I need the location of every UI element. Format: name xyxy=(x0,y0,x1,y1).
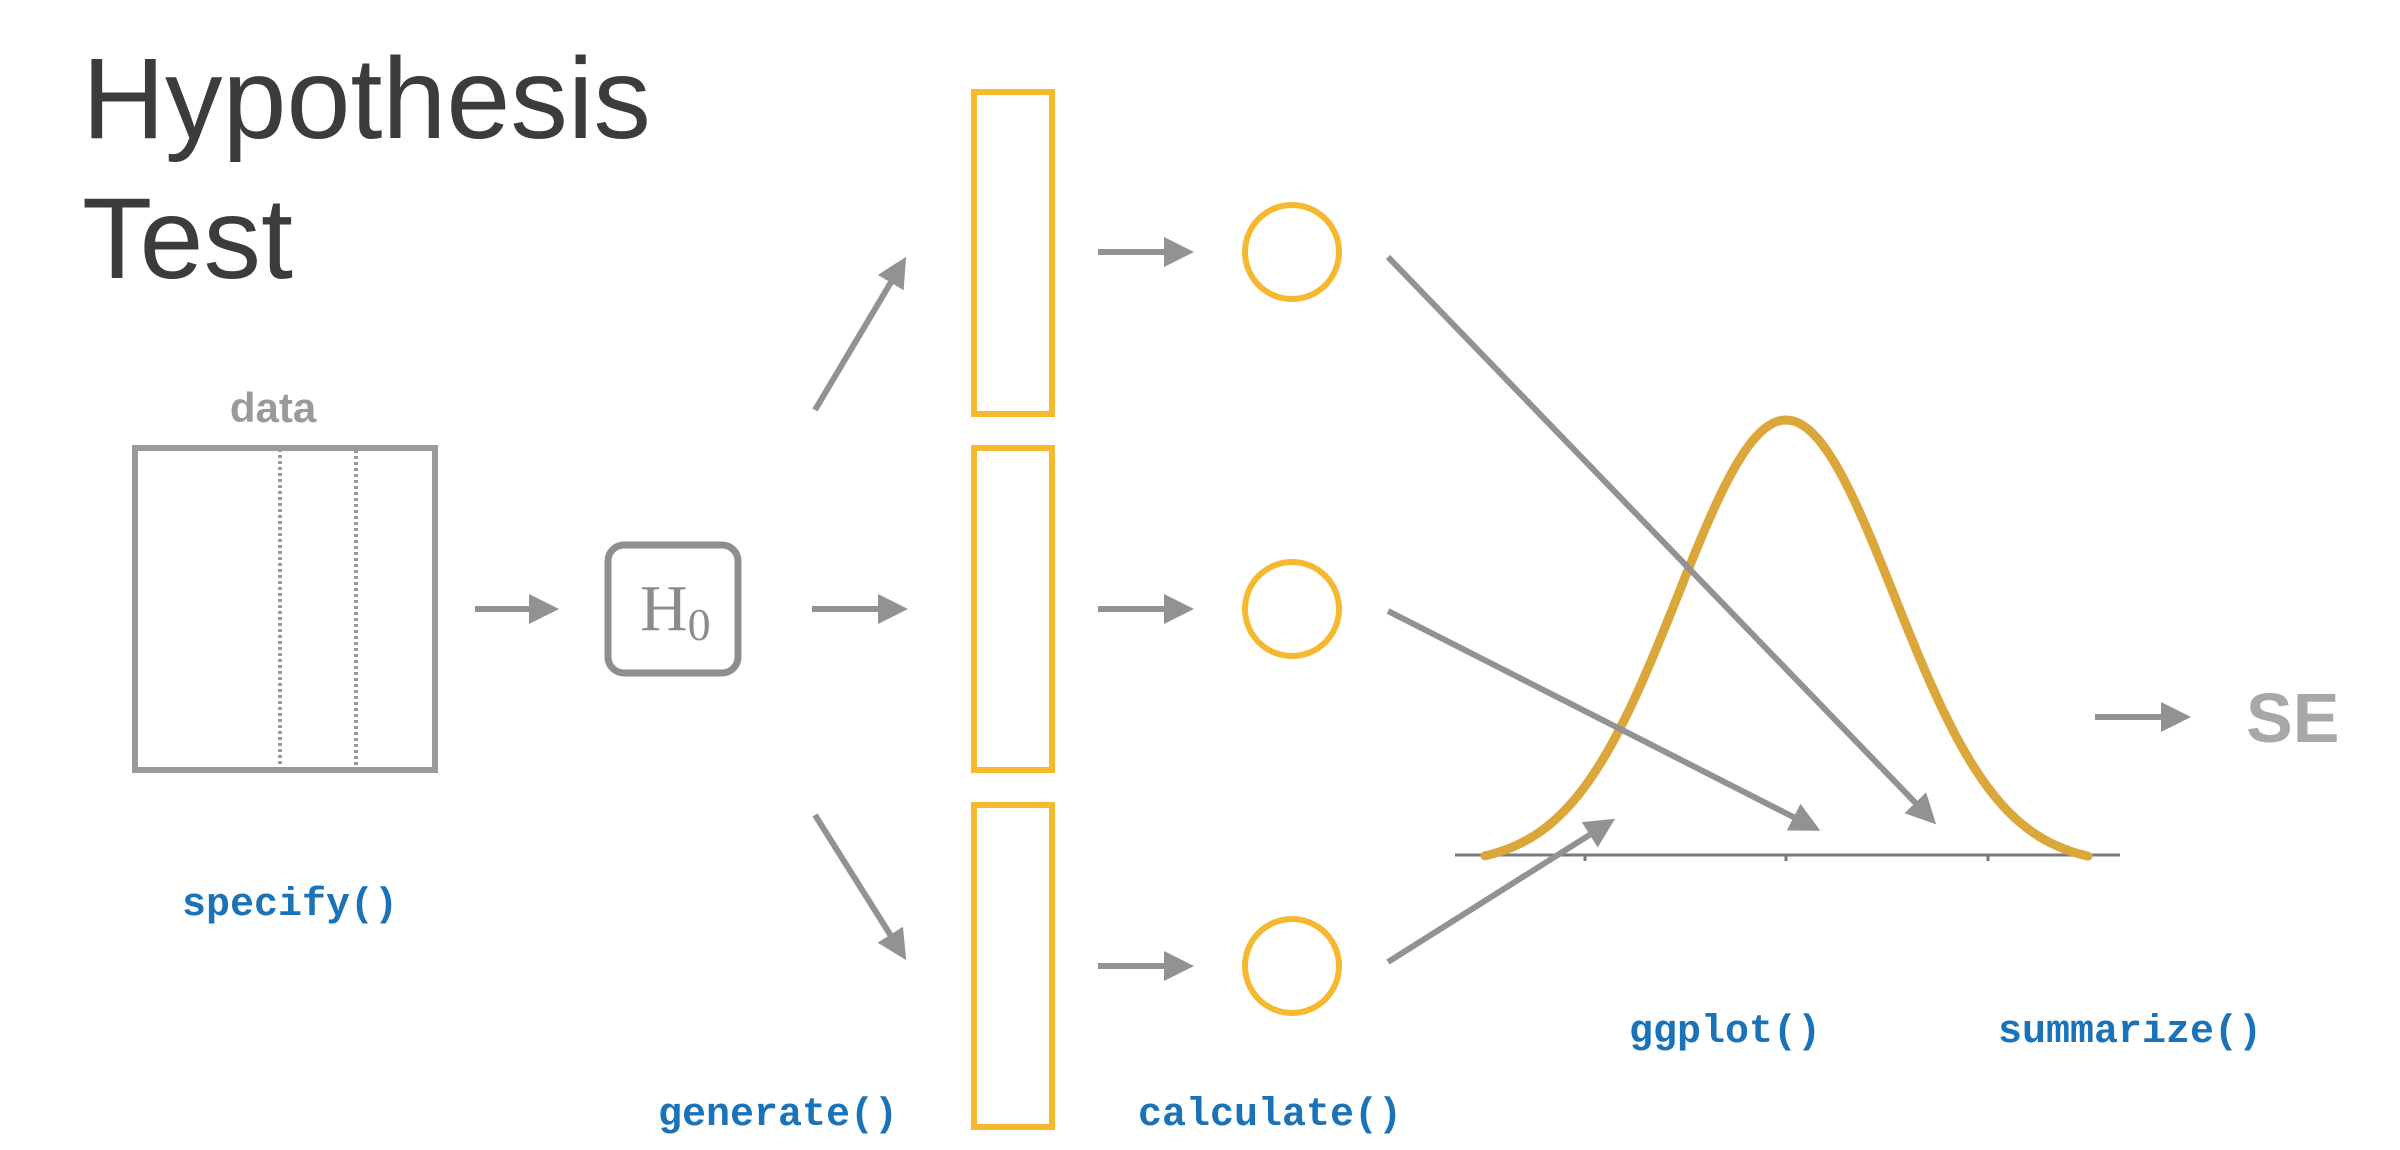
title-line-1: Hypothesis xyxy=(82,35,651,163)
summarize-function-label: summarize() xyxy=(1998,1010,2262,1055)
generated-sample-bottom xyxy=(971,802,1055,1130)
data-label: data xyxy=(230,384,317,431)
data-column-highlight xyxy=(278,446,358,772)
arrow-stat-bottom-to-distribution xyxy=(1386,818,1616,965)
standard-error-label: SE xyxy=(2246,679,2339,757)
statistic-circle-middle xyxy=(1242,559,1342,659)
ggplot-function-label: ggplot() xyxy=(1629,1010,1821,1055)
null-hypothesis-subscript: 0 xyxy=(688,599,711,650)
generate-function-label: generate() xyxy=(658,1093,898,1138)
calculate-function-label: calculate() xyxy=(1138,1093,1402,1138)
title-line-2: Test xyxy=(82,175,293,303)
arrow-hypothesis-to-sample-bottom xyxy=(812,813,907,961)
arrow-hypothesis-to-sample-top xyxy=(812,256,907,412)
specify-function-label: specify() xyxy=(182,883,398,928)
data-table xyxy=(132,445,438,773)
sampling-distribution-curve xyxy=(1480,415,2093,861)
null-hypothesis-box xyxy=(604,541,742,677)
null-hypothesis-label: H0 xyxy=(640,572,711,650)
generated-sample-top xyxy=(971,89,1055,417)
generated-sample-middle xyxy=(971,445,1055,773)
null-hypothesis-main: H xyxy=(640,572,688,645)
statistic-circle-bottom xyxy=(1242,916,1342,1016)
arrow-stat-middle-to-distribution xyxy=(1386,608,1821,831)
statistic-circle-top xyxy=(1242,202,1342,302)
arrow-stat-top-to-distribution xyxy=(1385,254,1937,825)
